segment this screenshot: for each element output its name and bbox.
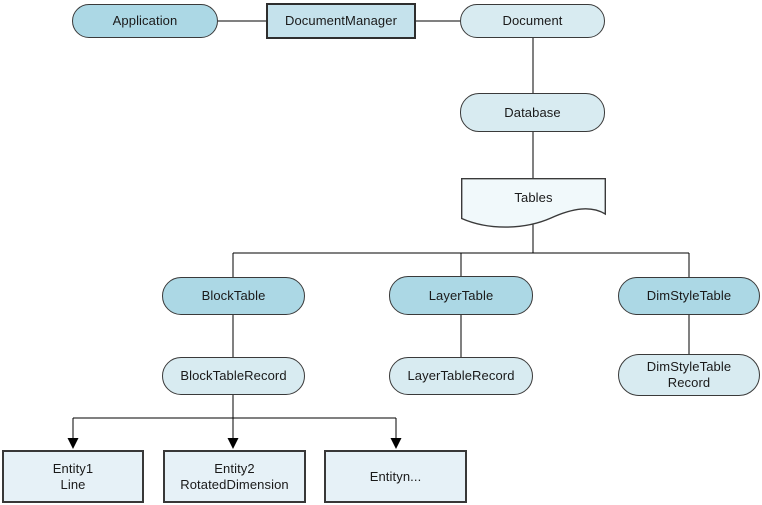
node-tables: Tables [461, 178, 606, 230]
node-dim-style-table-record-label-line2: Record [667, 375, 711, 390]
node-entity1-label-line1: Entity1 [52, 460, 94, 476]
node-layer-table: LayerTable [389, 276, 533, 315]
node-block-table-record-label: BlockTableRecord [180, 368, 287, 383]
node-dim-style-table-record: DimStyleTable Record [618, 354, 760, 396]
node-block-table-label: BlockTable [201, 288, 266, 303]
node-database-label: Database [504, 104, 561, 120]
node-layer-table-record-label: LayerTableRecord [407, 368, 515, 383]
tables-document-shape [461, 178, 606, 228]
node-application-label: Application [112, 13, 178, 28]
node-application: Application [72, 4, 218, 38]
node-entityn-label: Entityn... [369, 468, 422, 484]
node-document-manager-label: DocumentManager [284, 13, 398, 28]
node-document-manager: DocumentManager [266, 3, 416, 39]
node-block-table: BlockTable [162, 277, 305, 315]
node-entity2: Entity2 RotatedDimension [163, 450, 306, 503]
node-dim-style-table: DimStyleTable [618, 277, 760, 315]
node-entity1-label-line2: Line [60, 476, 86, 492]
node-tables-label: Tables [514, 190, 553, 205]
node-document: Document [460, 4, 605, 38]
arrowhead-entityn [390, 438, 402, 449]
node-entity1: Entity1 Line [2, 450, 144, 503]
node-layer-table-record: LayerTableRecord [389, 357, 533, 395]
node-entityn: Entityn... [324, 450, 467, 503]
node-dim-style-table-label: DimStyleTable [646, 288, 732, 303]
node-database: Database [460, 93, 605, 132]
node-entity2-label-line1: Entity2 [214, 460, 255, 476]
node-dim-style-table-record-label-line1: DimStyleTable [646, 359, 732, 374]
node-document-label: Document [502, 13, 563, 28]
node-entity2-label-line2: RotatedDimension [180, 476, 289, 492]
arrowhead-entity2 [227, 438, 239, 449]
node-layer-table-label: LayerTable [428, 287, 494, 303]
arrowhead-entity1 [67, 438, 79, 449]
node-block-table-record: BlockTableRecord [162, 357, 305, 395]
